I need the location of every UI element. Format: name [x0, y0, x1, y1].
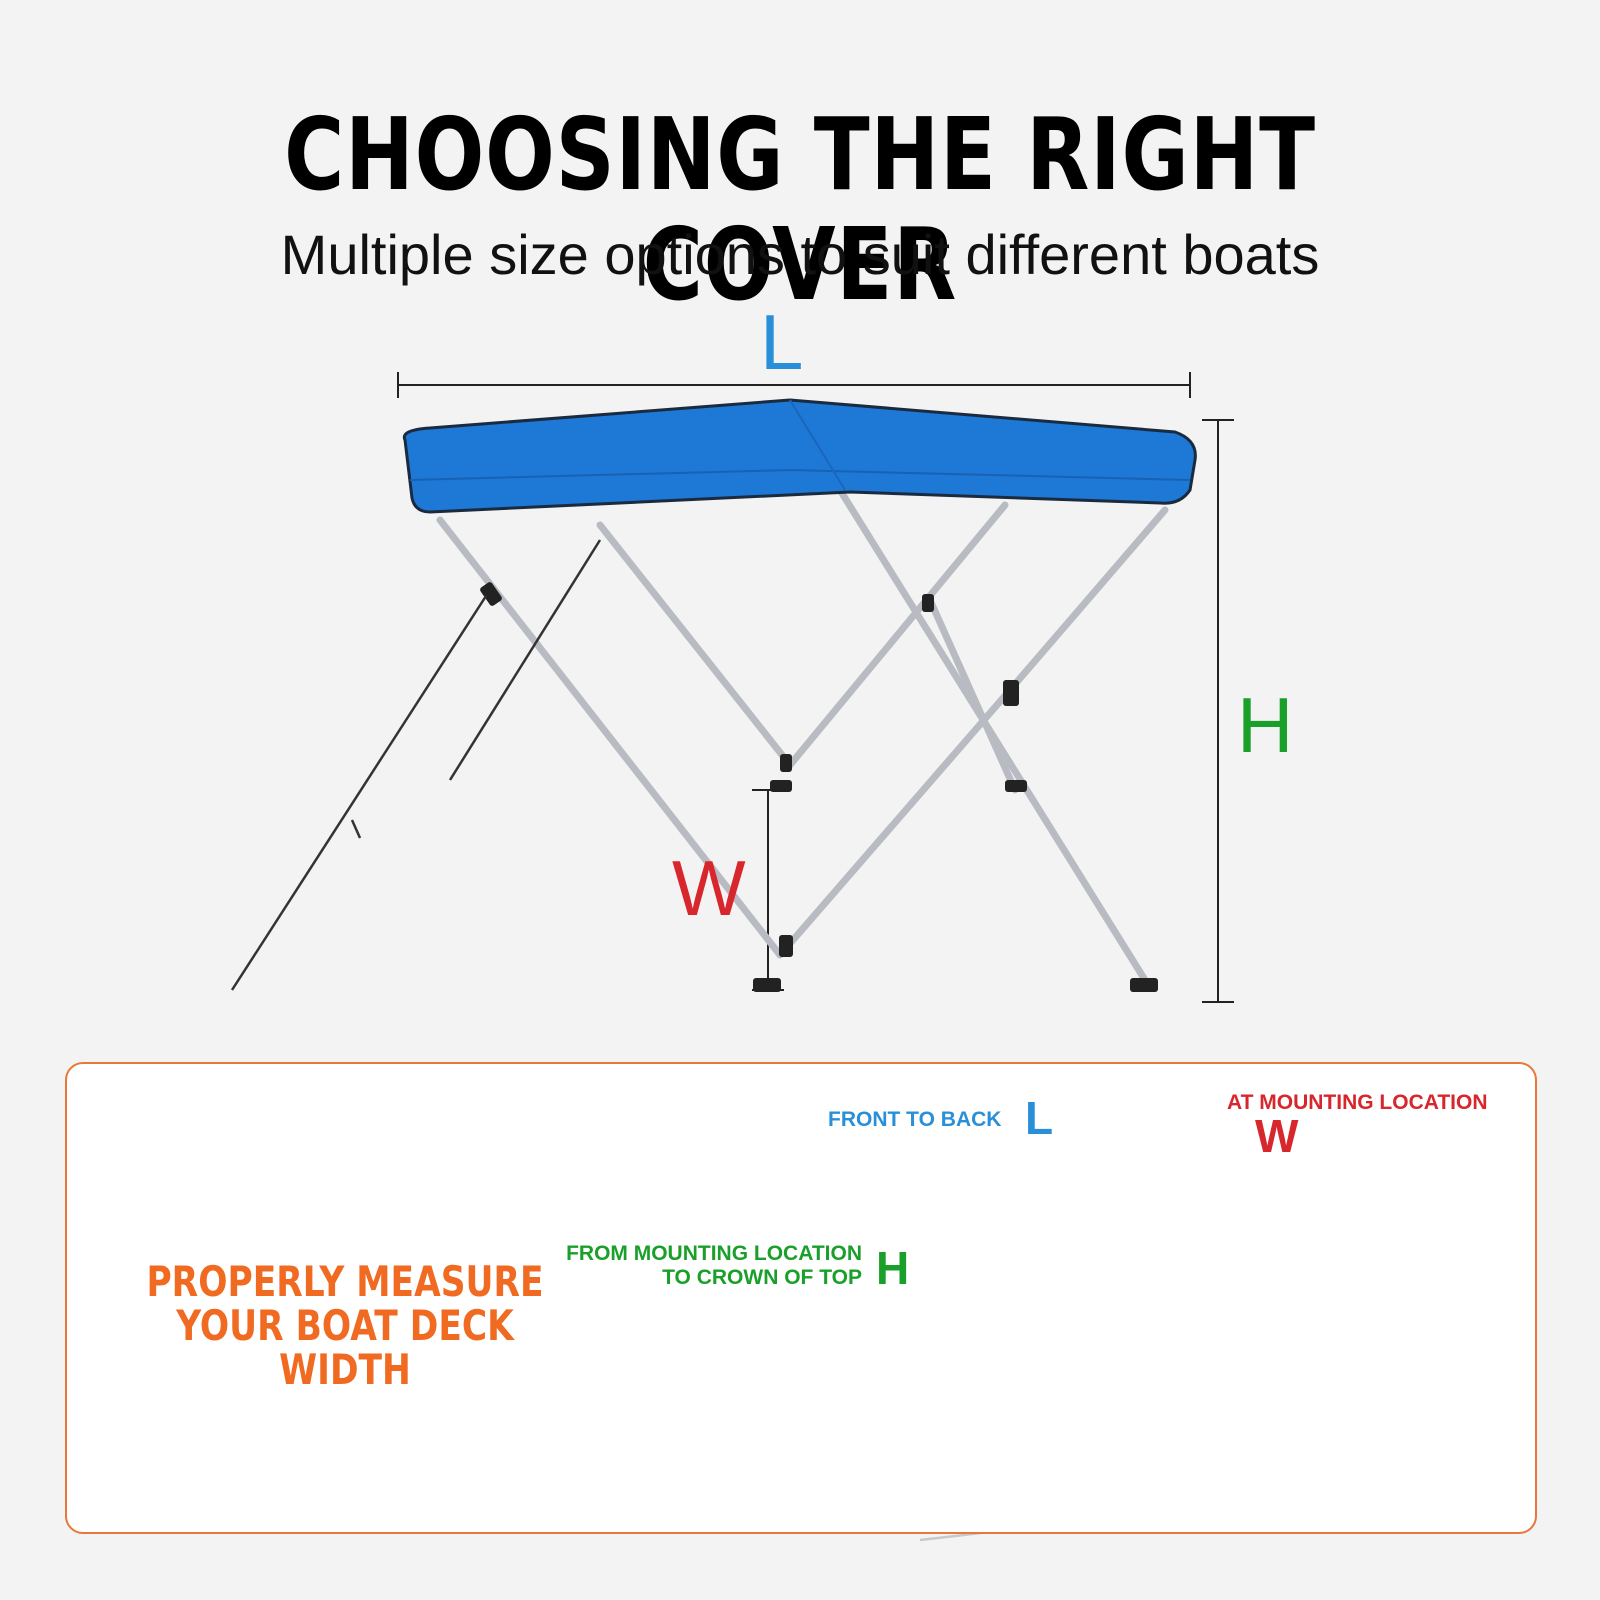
height-label: FROM MOUNTING LOCATION TO CROWN OF TOP: [546, 1242, 862, 1290]
mini-height-letter: H: [876, 1242, 910, 1294]
measure-headline-line1: PROPERLY MEASURE: [146, 1257, 544, 1306]
frame-joints: [480, 582, 1158, 992]
page-title: CHOOSING THE RIGHT COVER: [284, 96, 1316, 323]
measure-guide-panel: [65, 1062, 1537, 1534]
height-label-line2: TO CROWN OF TOP: [662, 1266, 862, 1289]
support-straps: [230, 539, 602, 991]
page-subtitle: Multiple size options to suit different …: [280, 223, 1320, 286]
height-label-line1: FROM MOUNTING LOCATION: [566, 1242, 862, 1265]
measure-headline: PROPERLY MEASURE YOUR BOAT DECK WIDTH: [115, 1260, 574, 1392]
frame-poles: [436, 486, 1169, 984]
measure-headline-line2: YOUR BOAT DECK WIDTH: [176, 1301, 514, 1394]
mini-width-letter: W: [1255, 1110, 1299, 1162]
height-dimension-line: [1202, 419, 1234, 1003]
length-letter: L: [760, 298, 804, 386]
mini-length-letter: L: [1025, 1092, 1054, 1144]
length-dimension-line: [397, 372, 1191, 398]
canopy: [402, 398, 1197, 514]
width-letter: W: [672, 844, 746, 932]
height-letter: H: [1237, 681, 1294, 769]
width-dimension-line: [752, 789, 784, 991]
width-label: AT MOUNTING LOCATION: [1227, 1091, 1488, 1114]
length-label: FRONT TO BACK: [828, 1108, 1002, 1131]
